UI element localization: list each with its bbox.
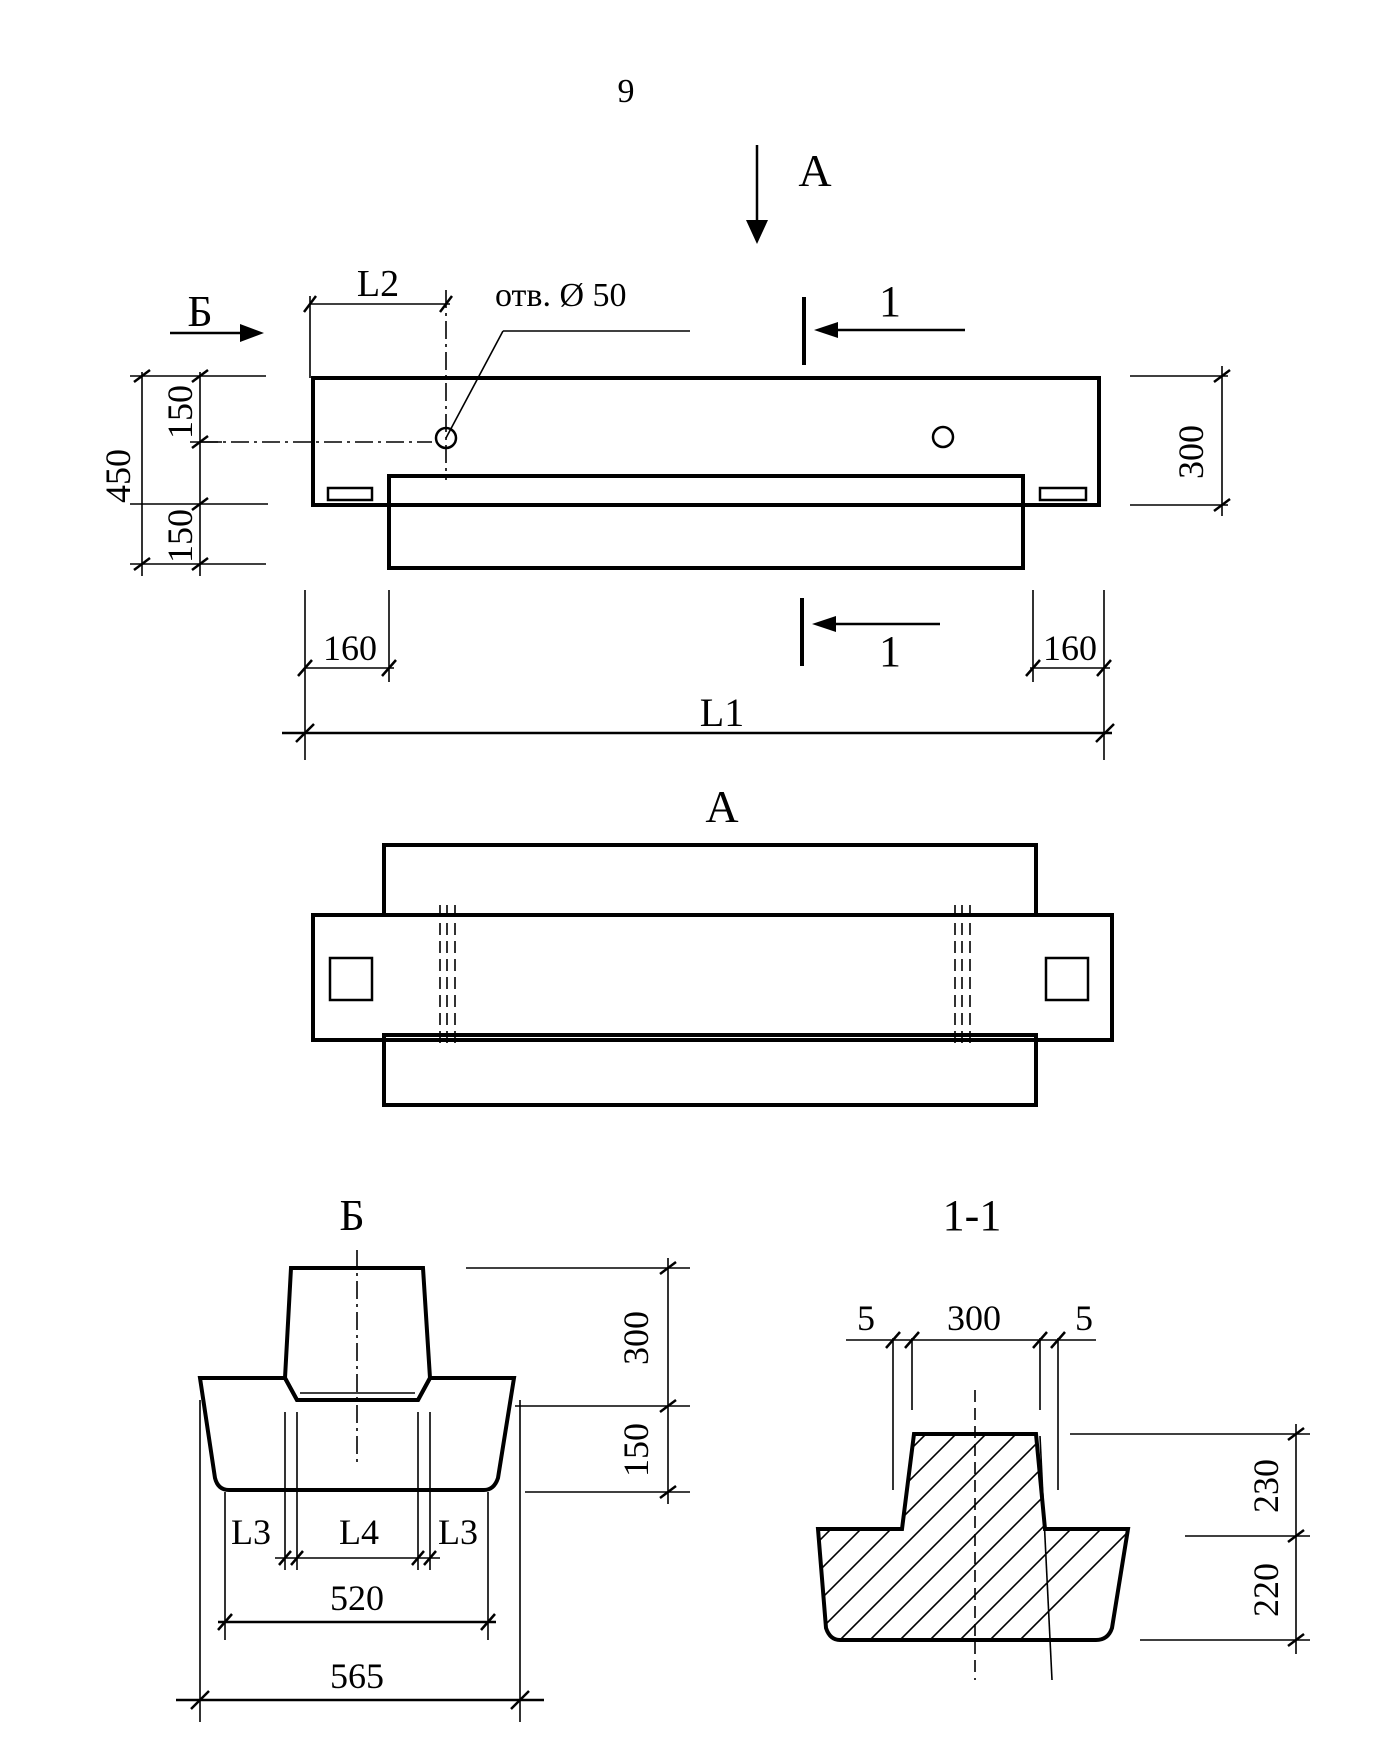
section-outline — [815, 1432, 1131, 1642]
dim-s-220: 220 — [1246, 1563, 1286, 1617]
dim-l1: L1 — [700, 690, 744, 735]
plan-main-beam — [311, 913, 1114, 1042]
dim-150-bottom: 150 — [160, 509, 200, 563]
section-1-1-title: 1-1 — [943, 1191, 1002, 1240]
section-1-1: 1-1 — [815, 1191, 1310, 1681]
view-b-marker: Б — [187, 287, 212, 336]
section-arrow-bottom — [812, 616, 836, 632]
beam-bottom-body — [387, 474, 1025, 570]
view-b-title: Б — [339, 1191, 364, 1240]
dim-s-300: 300 — [947, 1298, 1001, 1338]
dim-160-left: 160 — [323, 628, 377, 668]
beam-top-body — [311, 376, 1101, 507]
plan-upper-block — [382, 843, 1038, 917]
dim-b-150: 150 — [616, 1423, 656, 1477]
elevation-view: А Б 1 1 отв. Ø 50 L2 — [98, 145, 1231, 760]
dim-s-230: 230 — [1246, 1459, 1286, 1513]
dim-b-520: 520 — [330, 1578, 384, 1618]
plan-square-left — [328, 956, 374, 1002]
dim-150-top: 150 — [160, 385, 200, 439]
dim-b-565: 565 — [330, 1656, 384, 1696]
plan-view-a: А — [311, 781, 1114, 1107]
dim-s-5-right: 5 — [1075, 1298, 1093, 1338]
view-a-arrow — [746, 220, 768, 244]
hole-note: отв. Ø 50 — [495, 277, 627, 314]
dim-s-5-left: 5 — [857, 1298, 875, 1338]
dim-300-right: 300 — [1171, 425, 1211, 479]
section-arrow-top — [814, 322, 838, 338]
view-b-arrow — [240, 324, 264, 342]
page-number: 9 — [618, 73, 635, 110]
view-a-marker: А — [798, 145, 831, 196]
section-1-bottom-label: 1 — [879, 627, 901, 676]
side-lower-body — [197, 1376, 517, 1492]
dim-l2: L2 — [357, 263, 399, 305]
section-hatch — [818, 1434, 1128, 1640]
dim-b-300: 300 — [616, 1311, 656, 1365]
dim-l3-right: L3 — [438, 1512, 478, 1552]
dim-l3-left: L3 — [231, 1512, 271, 1552]
dim-160-right: 160 — [1043, 628, 1097, 668]
dim-450: 450 — [98, 449, 138, 503]
section-1-top-label: 1 — [879, 277, 901, 326]
plan-lower-block — [382, 1033, 1038, 1107]
hole-right — [931, 425, 955, 449]
side-view-b: Б 300 150 L3 L4 L3 — [176, 1191, 690, 1722]
side-upper-body — [282, 1266, 433, 1402]
view-a-title: А — [705, 781, 738, 832]
plan-square-right — [1044, 956, 1090, 1002]
dim-l4: L4 — [339, 1512, 379, 1552]
